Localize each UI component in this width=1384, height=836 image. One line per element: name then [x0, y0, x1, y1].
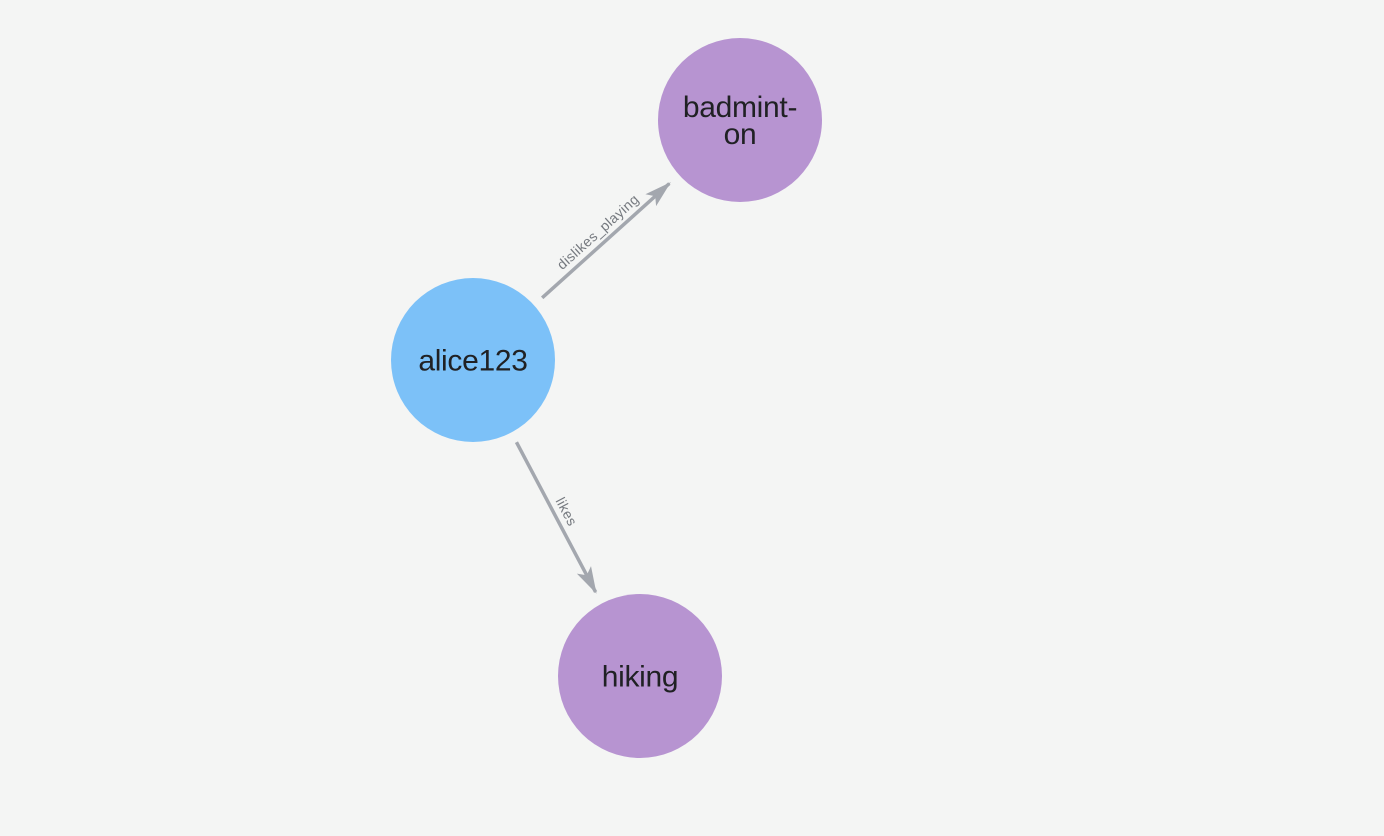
graph-node-alice123[interactable] — [391, 278, 555, 442]
graph-node-badminton[interactable] — [658, 38, 822, 202]
graph-edge-likes[interactable] — [514, 441, 598, 594]
edge-label-likes: likes — [553, 495, 581, 529]
edge-label-dislikes_playing: dislikes_playing — [554, 191, 642, 273]
graph-node-hiking[interactable] — [558, 594, 722, 758]
graph-edge-dislikes_playing[interactable] — [540, 182, 671, 300]
